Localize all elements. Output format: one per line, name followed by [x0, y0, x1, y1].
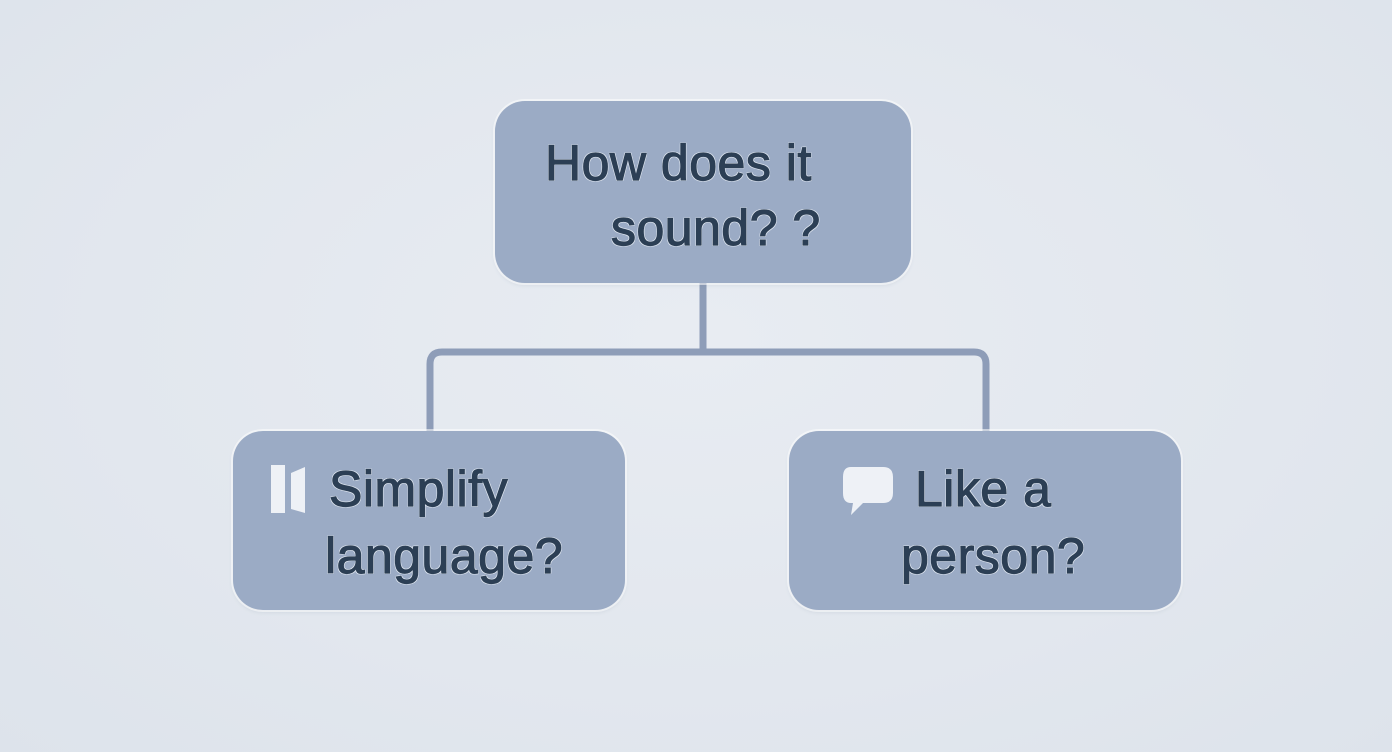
child-node-simplify-line1: Simplify [328, 460, 509, 517]
speech-bubble-icon [843, 467, 893, 515]
child-node-person-line1: Like a [914, 460, 1052, 517]
child-node-like-a-person: Like a person? [789, 431, 1181, 610]
root-node: How does it sound? ? [495, 101, 911, 283]
root-node-line1: How does it [544, 134, 812, 191]
connector-branch [426, 348, 990, 431]
child-node-person-line2: person? [900, 527, 1086, 584]
door-icon [271, 465, 305, 513]
child-node-simplify-line2: language? [324, 527, 564, 584]
root-node-line2: sound? ? [610, 199, 821, 256]
child-node-simplify-language: Simplify language? [233, 431, 625, 610]
